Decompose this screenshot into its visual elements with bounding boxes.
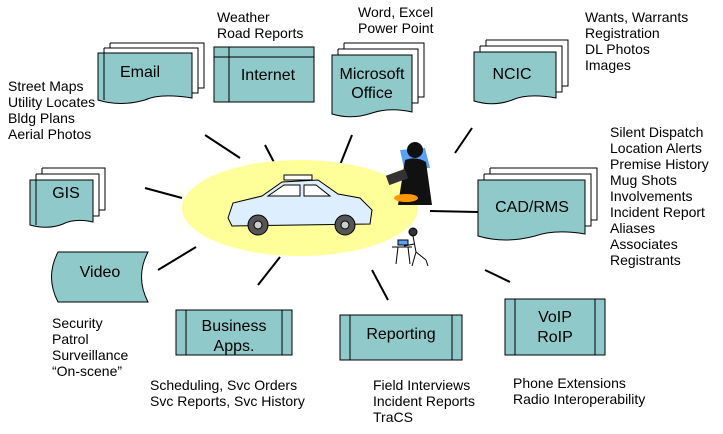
detail-line: Registrants bbox=[610, 252, 681, 268]
internet-details: Weather Road Reports bbox=[217, 9, 303, 41]
person-table-icon bbox=[392, 227, 429, 267]
detail-line: TraCS bbox=[373, 409, 413, 425]
detail-line: Associates bbox=[610, 236, 678, 252]
email-title: Email bbox=[120, 64, 160, 81]
detail-line: Street Maps bbox=[8, 78, 84, 94]
detail-line: Silent Dispatch bbox=[610, 124, 704, 140]
ncic-title: NCIC bbox=[492, 66, 531, 83]
detail-line: Security bbox=[52, 315, 103, 331]
detail-line: DL Photos bbox=[585, 41, 650, 57]
reporting-details: Field Interviews Incident Reports TraCS bbox=[373, 377, 475, 425]
video-box[interactable]: Video bbox=[51, 251, 149, 303]
video-details: Security Patrol Surveillance “On-scene” bbox=[52, 315, 128, 379]
email-box[interactable]: Email bbox=[97, 42, 205, 104]
ncic-details: Wants, Warrants Registration DL Photos I… bbox=[585, 9, 688, 73]
detail-line: Svc Reports, Svc History bbox=[150, 393, 305, 409]
detail-line: Radio Interoperability bbox=[513, 391, 646, 407]
line-reporting bbox=[371, 269, 389, 301]
business-title-line1: Business bbox=[202, 318, 267, 335]
patrol-car-icon bbox=[227, 174, 373, 236]
reporting-title: Reporting bbox=[366, 326, 435, 343]
connectors bbox=[144, 127, 511, 301]
gis-title: GIS bbox=[52, 185, 80, 202]
detail-line: Utility Locates bbox=[8, 94, 96, 110]
detail-line: Field Interviews bbox=[373, 377, 471, 393]
detail-line: Bldg Plans bbox=[8, 110, 75, 126]
detail-line: “On-scene” bbox=[52, 363, 123, 379]
email-details: Street Maps Utility Locates Bldg Plans A… bbox=[8, 78, 95, 142]
line-business bbox=[257, 256, 281, 286]
detail-line: Location Alerts bbox=[610, 140, 702, 156]
internet-box[interactable]: Internet bbox=[213, 46, 315, 103]
detail-line: Mug Shots bbox=[610, 172, 677, 188]
detail-line: Word, Excel bbox=[358, 4, 434, 20]
line-office bbox=[339, 134, 353, 166]
detail-line: Scheduling, Svc Orders bbox=[150, 377, 298, 393]
cad-details: Silent Dispatch Location Alerts Premise … bbox=[610, 124, 709, 268]
detail-line: Images bbox=[585, 57, 631, 73]
ncic-box[interactable]: NCIC bbox=[473, 39, 569, 105]
voip-title-line1: VoIP bbox=[538, 309, 572, 326]
line-cad bbox=[429, 210, 479, 213]
line-ncic bbox=[454, 127, 473, 154]
voip-box[interactable]: VoIP RoIP bbox=[504, 298, 606, 356]
detail-line: Wants, Warrants bbox=[585, 9, 689, 25]
business-details: Scheduling, Svc Orders Svc Reports, Svc … bbox=[150, 377, 305, 409]
line-email bbox=[204, 134, 241, 159]
office-details: Word, Excel Power Point bbox=[358, 4, 433, 36]
detail-line: Aliases bbox=[610, 220, 656, 236]
office-title-line1: Microsoft bbox=[340, 66, 405, 83]
detail-line: Incident Reports bbox=[373, 393, 475, 409]
business-box[interactable]: Business Apps. bbox=[175, 309, 293, 356]
detail-line: Involvements bbox=[610, 188, 693, 204]
detail-line: Weather bbox=[217, 9, 270, 25]
detail-line: Surveillance bbox=[52, 347, 129, 363]
internet-title: Internet bbox=[241, 67, 296, 84]
detail-line: Patrol bbox=[52, 331, 89, 347]
cad-title: CAD/RMS bbox=[495, 199, 569, 216]
person-laptop-icon bbox=[385, 142, 432, 205]
line-gis bbox=[144, 187, 183, 199]
detail-line: Incident Report bbox=[610, 204, 705, 220]
reporting-box[interactable]: Reporting bbox=[339, 314, 463, 361]
line-voip bbox=[484, 269, 511, 283]
detail-line: Power Point bbox=[358, 20, 434, 36]
gis-box[interactable]: GIS bbox=[29, 167, 106, 228]
cad-box[interactable]: CAD/RMS bbox=[477, 167, 598, 241]
detail-line: Road Reports bbox=[217, 25, 304, 41]
detail-line: Premise History bbox=[610, 156, 709, 172]
line-video bbox=[157, 246, 197, 271]
video-title: Video bbox=[80, 264, 121, 281]
office-title-line2: Office bbox=[351, 85, 393, 102]
detail-line: Phone Extensions bbox=[513, 375, 626, 391]
office-box[interactable]: Microsoft Office bbox=[331, 42, 425, 118]
voip-details: Phone Extensions Radio Interoperability bbox=[513, 375, 645, 407]
detail-line: Registration bbox=[585, 25, 660, 41]
business-title-line2: Apps. bbox=[214, 338, 255, 355]
voip-title-line2: RoIP bbox=[537, 329, 573, 346]
detail-line: Aerial Photos bbox=[8, 126, 92, 142]
